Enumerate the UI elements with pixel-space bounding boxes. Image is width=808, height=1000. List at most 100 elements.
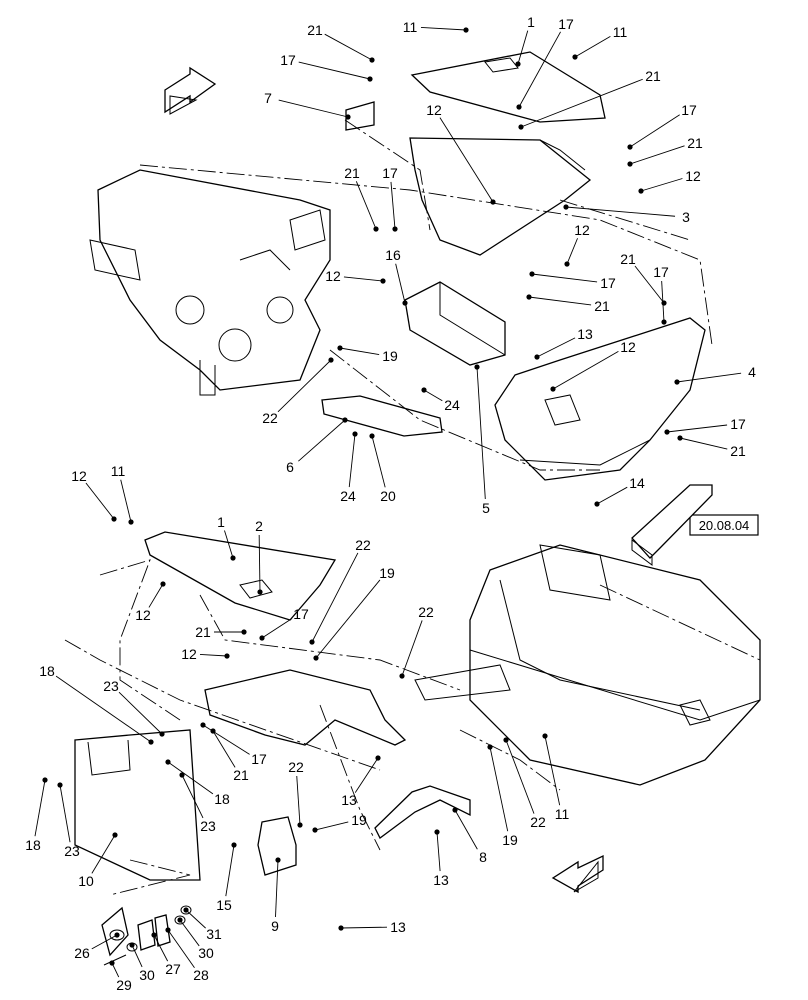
callout-label: 12: [181, 646, 197, 662]
callout-label: 15: [216, 897, 232, 913]
fastener-marker: [674, 379, 680, 385]
leader-line: [489, 746, 509, 832]
fastener-marker: [57, 782, 63, 788]
leader-line: [120, 479, 132, 523]
callout-label: 22: [262, 410, 278, 426]
leader-line: [91, 834, 116, 874]
callout-13: 13: [341, 755, 381, 808]
callout-label: 22: [355, 537, 371, 553]
reference-box-label: 20.08.04: [699, 518, 750, 533]
callout-14: 14: [594, 475, 645, 507]
leader-line: [324, 33, 373, 61]
callout-label: 13: [341, 792, 357, 808]
callout-label: 18: [39, 663, 55, 679]
callout-12: 12: [638, 168, 701, 194]
fastener-marker: [564, 261, 570, 267]
leader-line: [224, 530, 234, 559]
callout-12: 12: [71, 468, 117, 522]
callout-21: 21: [677, 435, 746, 459]
callout-label: 21: [233, 767, 249, 783]
callout-label: 21: [594, 298, 610, 314]
fastener-marker: [109, 960, 115, 966]
fastener-marker: [572, 54, 578, 60]
callout-label: 19: [502, 832, 518, 848]
fastener-marker: [402, 300, 408, 306]
leader-line: [531, 273, 598, 283]
callout-label: 17: [293, 606, 309, 622]
leader-line: [355, 181, 377, 230]
fastener-marker: [399, 673, 405, 679]
callout-11: 11: [542, 733, 569, 822]
fastener-marker: [490, 199, 496, 205]
callout-15: 15: [216, 842, 237, 913]
part-4-shield: [494, 317, 706, 481]
leader-line: [181, 774, 204, 819]
leader-line: [574, 35, 611, 58]
callout-23: 23: [103, 678, 165, 737]
fastener-marker: [275, 857, 281, 863]
callout-18: 18: [39, 663, 154, 745]
fastener-marker: [542, 733, 548, 739]
fastener-marker: [183, 907, 189, 913]
callout-label: 17: [730, 416, 746, 432]
callout-label: 12: [71, 468, 87, 484]
leader-line: [296, 775, 301, 826]
callout-label: 24: [444, 397, 460, 413]
callout-label: 17: [681, 102, 697, 118]
leader-line: [34, 779, 46, 837]
leader-line: [277, 359, 332, 413]
fastener-marker: [352, 431, 358, 437]
fastener-marker: [224, 653, 230, 659]
callout-17: 17: [664, 416, 746, 435]
callout-23: 23: [179, 772, 216, 834]
callout-label: 13: [390, 919, 406, 935]
callout-20: 20: [369, 433, 396, 504]
callout-label: 1: [217, 514, 225, 530]
callout-10: 10: [78, 832, 118, 889]
callout-label: 21: [344, 165, 360, 181]
leader-line: [275, 859, 279, 918]
leader-line: [566, 238, 578, 265]
leader-line: [661, 280, 665, 323]
fastener-marker: [112, 832, 118, 838]
callout-label: 17: [280, 52, 296, 68]
leader-line: [298, 61, 371, 80]
callout-label: 21: [307, 22, 323, 38]
leader-line: [390, 181, 396, 230]
fastener-marker: [380, 278, 386, 284]
fastener-marker: [474, 364, 480, 370]
leader-line: [148, 583, 164, 608]
callout-label: 12: [574, 222, 590, 238]
leader-line: [640, 178, 683, 192]
callout-17: 17: [259, 606, 309, 641]
leader-line: [167, 929, 195, 969]
callout-2: 2: [255, 518, 263, 595]
callout-label: 19: [351, 812, 367, 828]
leader-line: [225, 844, 235, 897]
callout-6: 6: [286, 417, 348, 475]
fastener-marker: [337, 345, 343, 351]
part-6-bar: [321, 395, 443, 437]
callout-13: 13: [433, 829, 449, 888]
fastener-marker: [151, 932, 157, 938]
callout-17: 17: [529, 271, 616, 291]
callout-label: 26: [74, 945, 90, 961]
fastener-marker: [165, 927, 171, 933]
callout-label: 19: [382, 348, 398, 364]
callout-label: 23: [64, 843, 80, 859]
callout-18: 18: [165, 759, 230, 807]
callout-16: 16: [385, 247, 408, 306]
part-3-cover: [409, 137, 592, 256]
callout-21: 21: [620, 251, 667, 306]
callout-28: 28: [165, 927, 209, 983]
fastener-marker: [503, 737, 509, 743]
callout-5: 5: [474, 364, 490, 516]
callout-7: 7: [264, 90, 351, 120]
fastener-marker: [518, 124, 524, 130]
leader-line: [536, 337, 576, 358]
callout-29: 29: [109, 960, 132, 993]
callout-3: 3: [563, 204, 690, 225]
leader-line: [679, 437, 728, 450]
